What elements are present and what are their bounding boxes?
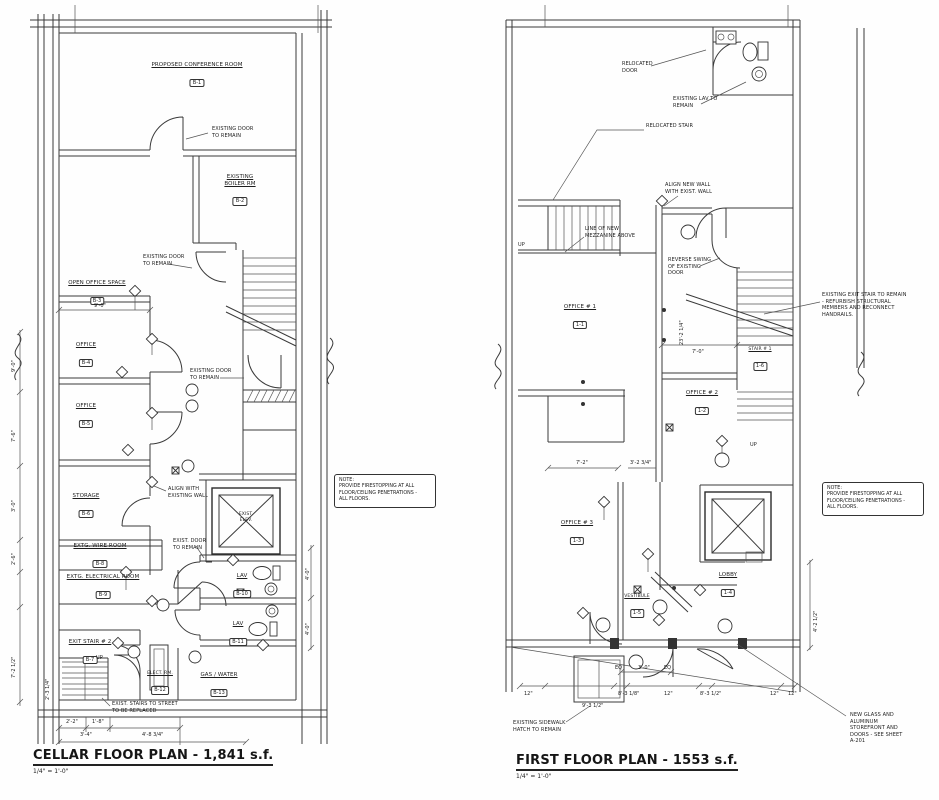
dim: 7'-2" (576, 460, 588, 466)
room-label-office-1: OFFICE # 1 1-1 (563, 304, 597, 330)
dim: 3'-0" (638, 665, 650, 671)
room-label-wire-room: EXTG. WIRE ROOM B-8 (73, 543, 127, 569)
note-exit-stair: EXISTING EXIT STAIR TO REMAIN - REFURBIS… (822, 292, 907, 318)
cellar-linework (14, 5, 334, 746)
dim: 7'-6" (11, 430, 17, 442)
note-existing-lav: EXISTING LAV TO REMAIN (673, 96, 718, 109)
up-label-first-2: UP (750, 442, 757, 448)
dim: 1'-8" (92, 719, 104, 725)
note-existing-door-1: EXISTING DOOR TO REMAIN (212, 126, 254, 139)
dim: 8'-3 1/2" (700, 691, 722, 697)
room-label-exit-stair-2: EXIT STAIR # 2 B-7 (68, 639, 112, 665)
room-name: PROPOSED CONFERENCE ROOM (151, 62, 243, 68)
room-label-conference: PROPOSED CONFERENCE ROOM B-1 (151, 62, 242, 88)
note-reverse-swing: REVERSE SWING OF EXISTING DOOR (668, 257, 712, 276)
dim: EQ (615, 665, 623, 671)
note-stairs-replaced: EXIST. STAIRS TO STREET TO BE REPLACED (112, 701, 178, 714)
room-label-office-b4: OFFICE B-4 (75, 342, 97, 368)
room-label-gas-water: GAS / WATER B-13 (200, 672, 238, 698)
note-existing-door-3: EXISTING DOOR TO REMAIN (190, 368, 232, 381)
elevator-label: EXIST. ELEV. (238, 512, 254, 523)
dim: 7'-0" (692, 349, 704, 355)
cellar-plan-scale: 1/4" = 1'-0" (33, 768, 69, 775)
note-align-new-wall: ALIGN NEW WALL WITH EXIST. WALL (665, 182, 712, 195)
room-label-lav-lower: LAV B-11 (229, 621, 247, 647)
note-align-wall: ALIGN WITH EXISTING WALL (168, 486, 208, 499)
room-label-office-2: OFFICE # 2 1-2 (685, 390, 719, 416)
dim: 4'-2 1/2" (813, 610, 819, 632)
dim: 12" (524, 691, 533, 697)
dim: 3'-0" (11, 500, 17, 512)
dim: 7'-2 1/2" (11, 656, 17, 678)
first-floor-linework (494, 5, 865, 723)
note-storefront: NEW GLASS AND ALUMINUM STOREFRONT AND DO… (850, 712, 903, 744)
cellar-firestopping-note: NOTE: PROVIDE FIRESTOPPING AT ALL FLOOR/… (334, 474, 436, 508)
room-label-boiler: EXISTING BOILER RM B-2 (224, 174, 256, 206)
first-plan-scale: 1/4" = 1'-0" (516, 773, 552, 780)
dim: 12" (770, 691, 779, 697)
dim: 12" (788, 691, 797, 697)
room-label-electrical-room: EXTG. ELECTRICAL ROOM B-9 (66, 574, 140, 600)
dim: 23'-2 1/4" (679, 320, 685, 345)
dim: 2'-3 1/4" (45, 678, 51, 700)
note-sidewalk: EXISTING SIDEWALK HATCH TO REMAIN (513, 720, 566, 733)
dim: 3'-4" (80, 732, 92, 738)
dim: 8'-3 1/8" (618, 691, 640, 697)
cellar-plan-title: CELLAR FLOOR PLAN - 1,841 s.f. (33, 748, 274, 766)
room-tag: B-1 (189, 78, 205, 88)
dim: 9'-0" (94, 303, 106, 309)
note-relocated-door: RELOCATED DOOR (622, 61, 653, 74)
note-exist-door-4: EXIST. DOOR TO REMAIN (173, 538, 207, 551)
dim: 9'-0" (11, 360, 17, 372)
dim: EQ (664, 665, 672, 671)
room-label-office-b5: OFFICE B-5 (75, 403, 97, 429)
room-label-office-3: OFFICE # 3 1-3 (560, 520, 594, 546)
first-plan-title: FIRST FLOOR PLAN - 1553 s.f. (516, 753, 738, 771)
room-label-elect-rm: ELECT. RM. B-12 (147, 671, 173, 695)
room-label-open-office: OPEN OFFICE SPACE B-3 (68, 280, 126, 306)
dim: 9'-3 1/2" (582, 703, 604, 709)
dim: 4'-0" (305, 623, 311, 635)
room-label-lobby: LOBBY 1-4 (718, 572, 738, 598)
note-mezzanine: LINE OF NEW MEZZANINE ABOVE (585, 226, 636, 239)
up-label-first-1: UP (518, 242, 525, 248)
dim: 4'-0" (305, 568, 311, 580)
dim: 2'-2" (66, 719, 78, 725)
dim: 4'-8 3/4" (142, 732, 164, 738)
room-label-storage: STORAGE B-6 (72, 493, 100, 519)
dim: 2'-6" (11, 553, 17, 565)
room-label-vestibule: VESTIBULE 1-5 (624, 594, 650, 618)
room-label-lav-upper: LAV B-10 (233, 573, 251, 599)
dim: 3'-2 3/4" (630, 460, 652, 466)
room-label-stair-1: STAIR # 1 1-6 (748, 347, 772, 371)
first-firestopping-note: NOTE: PROVIDE FIRESTOPPING AT ALL FLOOR/… (822, 482, 924, 516)
dim: 12" (664, 691, 673, 697)
up-label-cellar: UP (96, 655, 103, 661)
note-relocated-stair: RELOCATED STAIR (646, 123, 694, 129)
note-existing-door-2: EXISTING DOOR TO REMAIN (143, 254, 185, 267)
